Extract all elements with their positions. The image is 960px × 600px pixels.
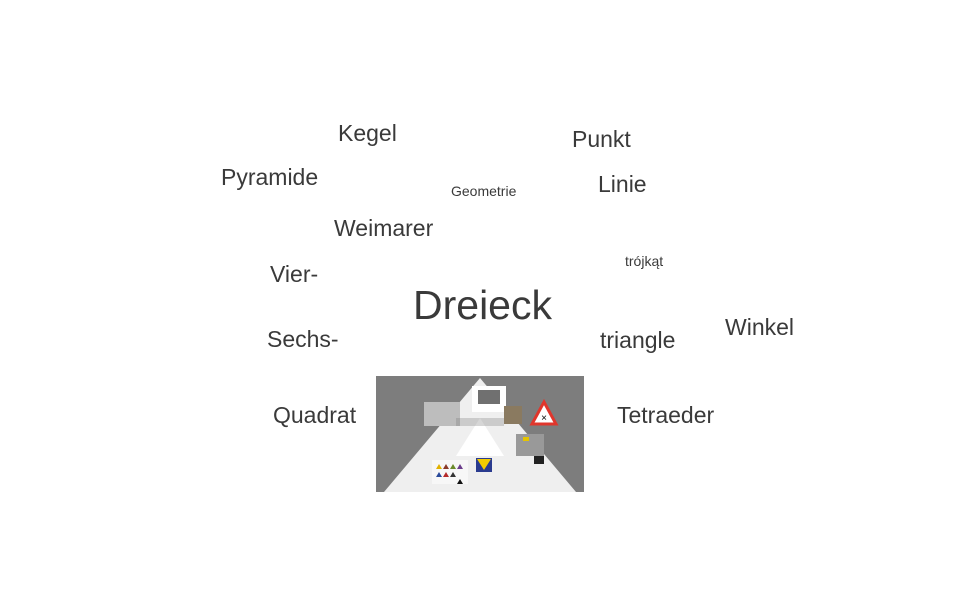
word-winkel[interactable]: Winkel <box>725 314 795 340</box>
map-shape <box>478 390 500 404</box>
small-colored-triangles <box>436 464 463 484</box>
warning-sign-icon <box>529 398 559 426</box>
photo-panel <box>504 406 522 424</box>
word-dreieck[interactable]: Dreieck <box>413 282 552 328</box>
word-trojkat[interactable]: trójkąt <box>625 253 664 269</box>
gray-panel <box>424 402 460 426</box>
word-weimarer[interactable]: Weimarer <box>334 215 434 241</box>
word-linie[interactable]: Linie <box>598 171 647 197</box>
svg-text:×: × <box>541 413 547 424</box>
word-tetraeder[interactable]: Tetraeder <box>617 402 715 428</box>
word-vier[interactable]: Vier- <box>270 261 319 287</box>
word-pyramide[interactable]: Pyramide <box>221 164 319 190</box>
word-geometrie[interactable]: Geometrie <box>451 183 517 199</box>
word-triangle[interactable]: triangle <box>600 327 676 353</box>
triangles-card <box>432 460 468 484</box>
word-sechs[interactable]: Sechs- <box>267 326 339 352</box>
yellow-square <box>523 437 529 441</box>
artwork-image[interactable]: × <box>376 376 584 492</box>
inner-triangle <box>456 418 504 456</box>
yellow-triangle <box>477 459 491 470</box>
play-icon <box>534 456 544 464</box>
word-quadrat[interactable]: Quadrat <box>273 402 357 428</box>
inner-band <box>456 418 504 426</box>
word-kegel[interactable]: Kegel <box>338 120 397 146</box>
word-punkt[interactable]: Punkt <box>572 126 631 152</box>
collage-panel <box>516 434 544 456</box>
